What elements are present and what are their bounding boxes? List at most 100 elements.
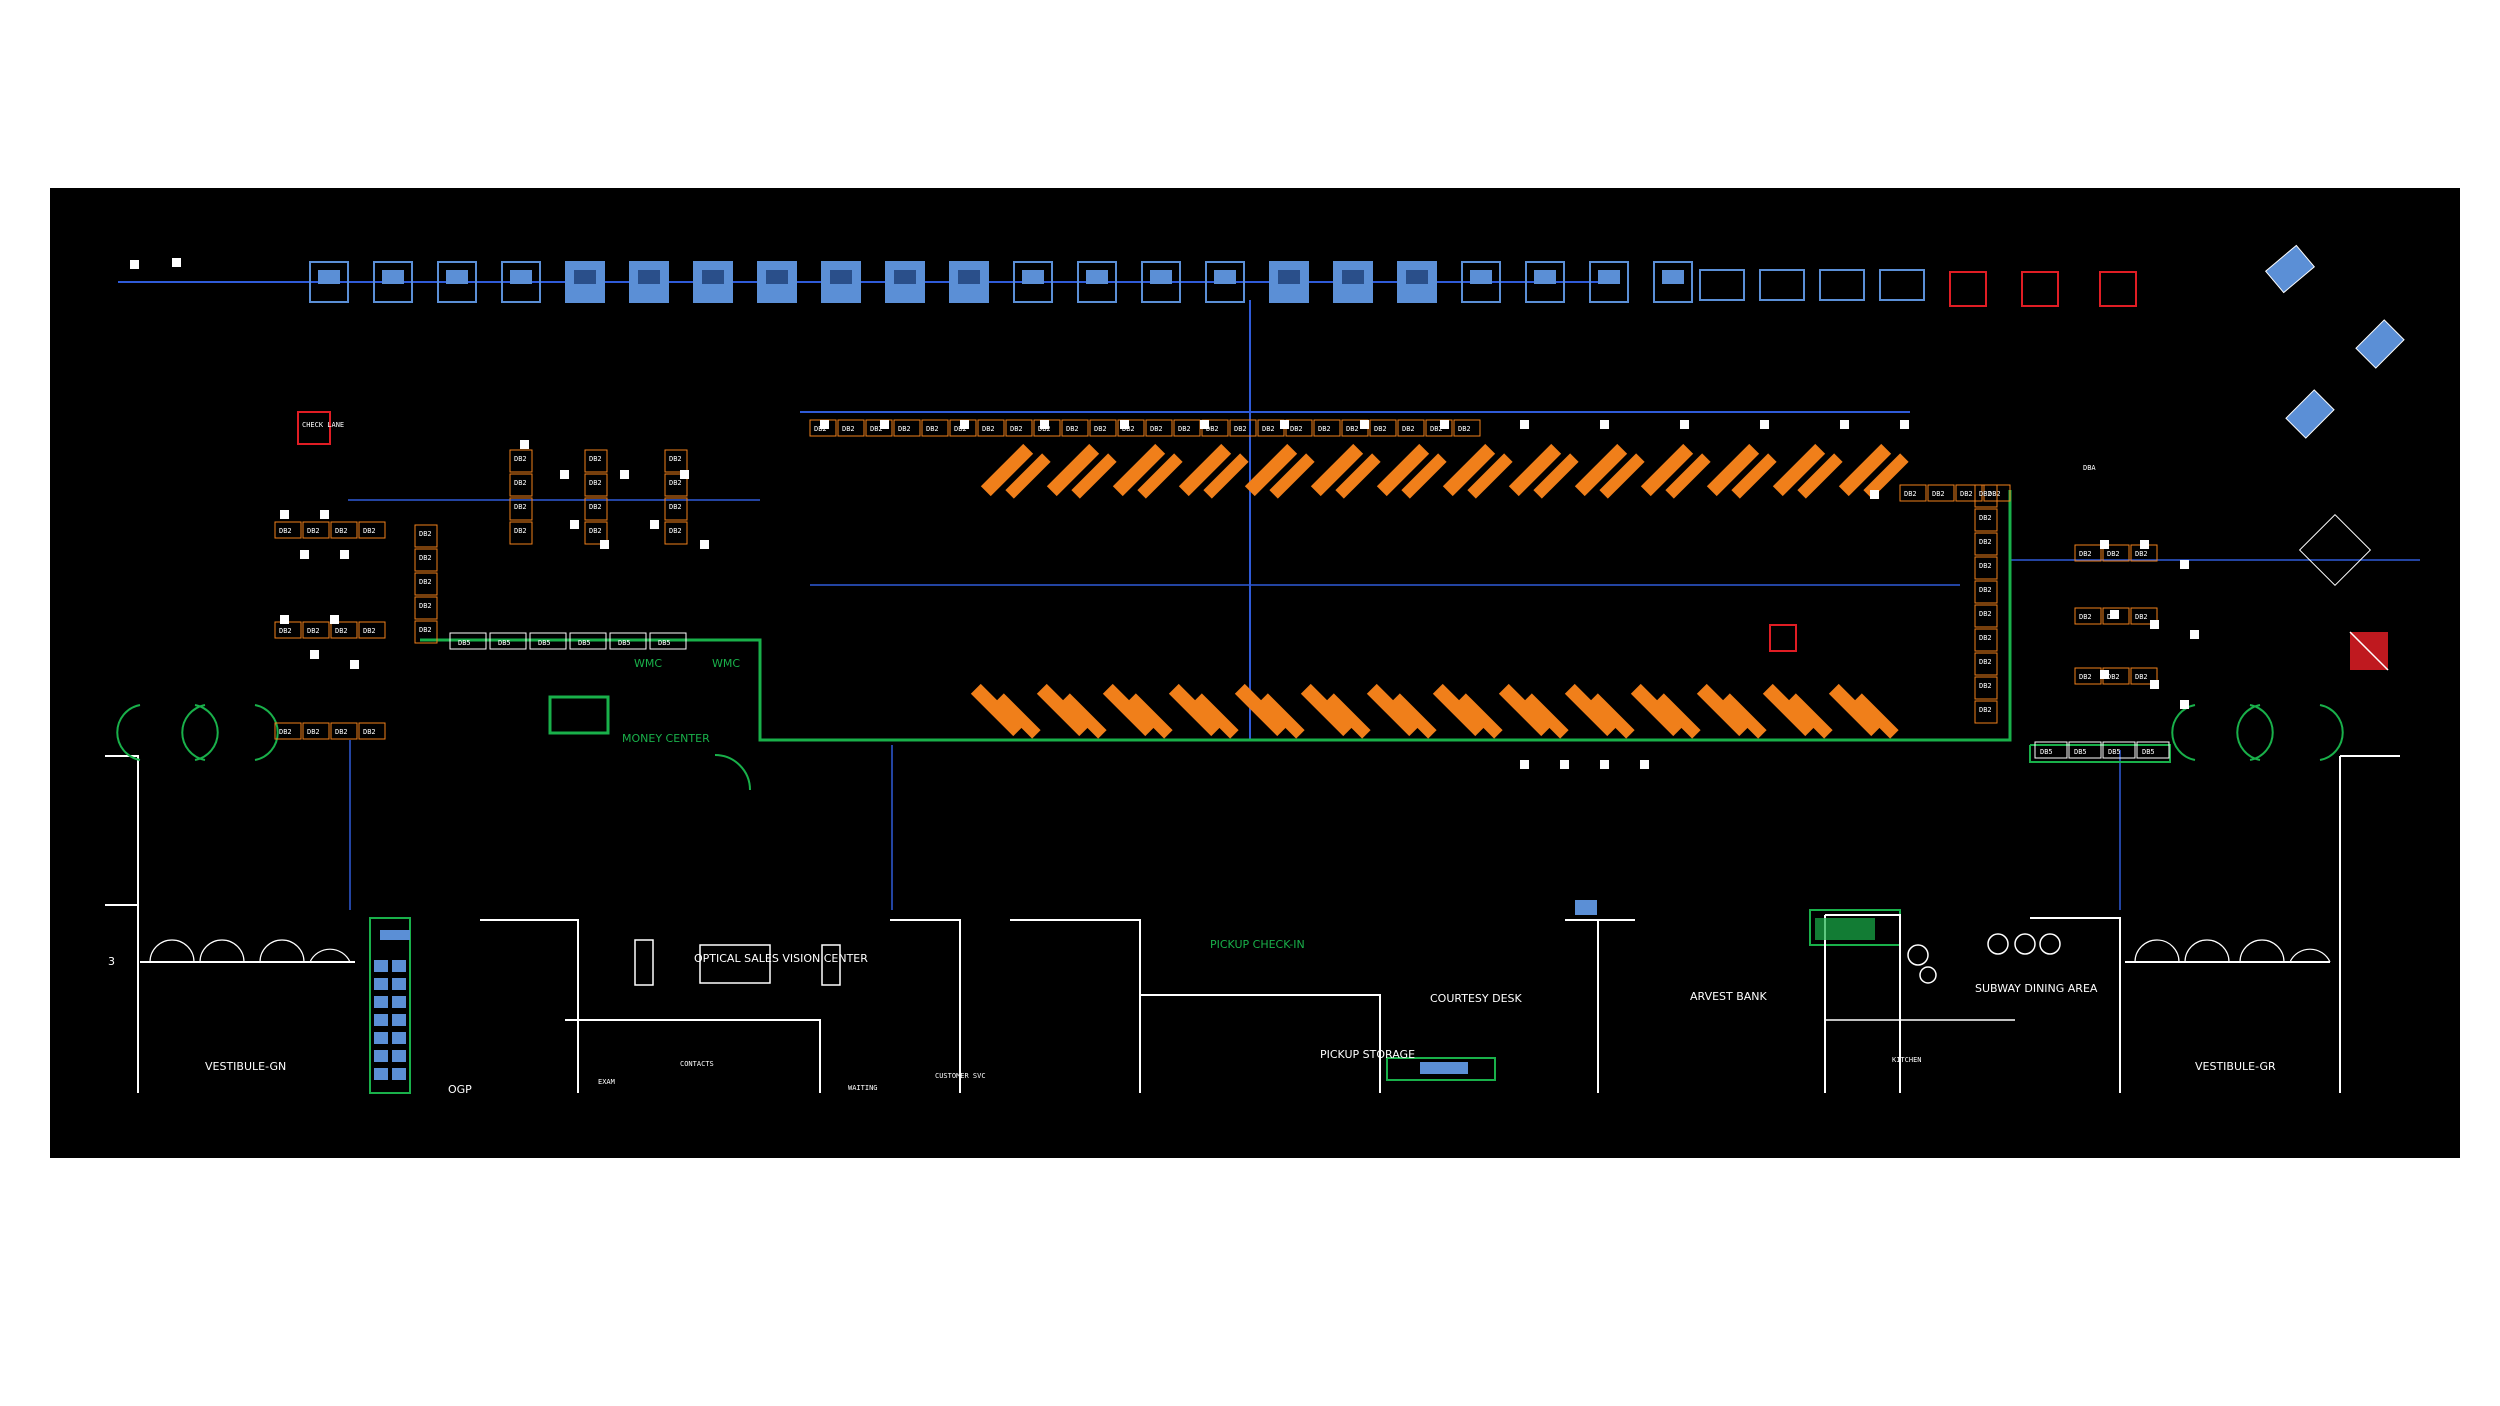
register-cell: DB2 bbox=[2074, 544, 2102, 562]
bay-cell: DB5 bbox=[649, 632, 687, 650]
bay-cell: DB5 bbox=[529, 632, 567, 650]
register-cell: DB2 bbox=[274, 521, 302, 539]
register-label: DB2 bbox=[1262, 425, 1275, 433]
equipment-pad bbox=[172, 258, 181, 267]
wmc-right-label: WMC bbox=[712, 657, 740, 670]
register-cell: DB2 bbox=[358, 722, 386, 740]
register-cell: DB2 bbox=[2130, 607, 2158, 625]
register-label: DB2 bbox=[335, 728, 348, 736]
pickup-wall bbox=[1140, 994, 1381, 1093]
waiting-label: WAITING bbox=[848, 1084, 878, 1092]
checkout-lane bbox=[1630, 683, 1701, 739]
equipment-pad bbox=[570, 520, 579, 529]
bay-label: DB5 bbox=[2040, 748, 2053, 756]
gondola-fixture bbox=[1461, 261, 1501, 303]
register-label: DB2 bbox=[589, 455, 602, 463]
checkout-lane bbox=[1300, 683, 1371, 739]
alert-fixture bbox=[2021, 271, 2059, 307]
register-cell: DB2 bbox=[330, 722, 358, 740]
register-cell: DB2 bbox=[664, 521, 688, 545]
register-cell: DB2 bbox=[1974, 604, 1998, 628]
ogp-label: OGP bbox=[448, 1083, 472, 1096]
equipment-pad bbox=[520, 440, 529, 449]
equipment-pad bbox=[2180, 560, 2189, 569]
register-label: DB2 bbox=[1234, 425, 1247, 433]
register-cell: DB2 bbox=[977, 419, 1005, 437]
register-label: DB2 bbox=[1374, 425, 1387, 433]
register-cell: DB2 bbox=[302, 521, 330, 539]
ogp-bin bbox=[392, 1050, 406, 1062]
white-pads bbox=[130, 258, 2199, 769]
register-label: DB2 bbox=[1979, 706, 1992, 714]
register-cell: DB2 bbox=[1974, 532, 1998, 556]
register-cell: DB2 bbox=[302, 722, 330, 740]
kitchen-label: KITCHEN bbox=[1892, 1056, 1922, 1064]
register-label: DB2 bbox=[2135, 613, 2148, 621]
gondola-fixture bbox=[309, 261, 349, 303]
register-label: DB2 bbox=[419, 554, 432, 562]
bay-label: DB5 bbox=[538, 639, 551, 647]
checkout-lane bbox=[1498, 683, 1569, 739]
register-label: DB2 bbox=[279, 527, 292, 535]
register-label: DB2 bbox=[335, 527, 348, 535]
register-label: DB2 bbox=[1430, 425, 1443, 433]
bay-label: DB5 bbox=[578, 639, 591, 647]
register-cell: DB2 bbox=[1369, 419, 1397, 437]
equipment-pad bbox=[280, 510, 289, 519]
ogp-bin bbox=[392, 996, 406, 1008]
checkout-lane bbox=[1640, 443, 1711, 499]
equipment-pad bbox=[310, 650, 319, 659]
equipment-pad bbox=[1680, 420, 1689, 429]
register-cell: DB2 bbox=[358, 621, 386, 639]
checkout-lane bbox=[1696, 683, 1767, 739]
checkout-lane bbox=[1112, 443, 1183, 499]
ogp-bin bbox=[374, 978, 388, 990]
register-cell: DB2 bbox=[414, 620, 438, 644]
register-label: DB2 bbox=[669, 503, 682, 511]
subway-label: SUBWAY DINING AREA bbox=[1975, 982, 2098, 995]
register-cell: DB2 bbox=[509, 449, 533, 473]
equipment-pad bbox=[1520, 420, 1529, 429]
equipment-pad bbox=[820, 420, 829, 429]
pharmacy-wall bbox=[1010, 919, 1141, 1093]
register-cell: DB2 bbox=[414, 596, 438, 620]
register-cell: DB2 bbox=[1974, 580, 1998, 604]
register-label: DB2 bbox=[1066, 425, 1079, 433]
exam-wall bbox=[565, 1019, 821, 1093]
ogp-rack bbox=[369, 917, 411, 1094]
register-cell: DB2 bbox=[1145, 419, 1173, 437]
equipment-pad bbox=[2100, 670, 2109, 679]
register-label: DB2 bbox=[335, 627, 348, 635]
register-label: DB2 bbox=[2107, 550, 2120, 558]
register-label: DB2 bbox=[2079, 673, 2092, 681]
checkout-lane bbox=[1244, 443, 1315, 499]
gondola-fixture bbox=[1879, 269, 1925, 301]
subway-tables-icon bbox=[1907, 933, 2061, 984]
gondola-fixture bbox=[949, 261, 989, 303]
register-cell: DB2 bbox=[2074, 607, 2102, 625]
equipment-pad bbox=[600, 540, 609, 549]
register-label: DB2 bbox=[1979, 586, 1992, 594]
optical-display-icon bbox=[634, 939, 841, 986]
register-cell: DB2 bbox=[509, 473, 533, 497]
gondola-fixture bbox=[693, 261, 733, 303]
bay-cell: DB5 bbox=[2068, 741, 2102, 759]
equipment-pad bbox=[2190, 630, 2199, 639]
register-cell: DB2 bbox=[1974, 556, 1998, 580]
led-panels bbox=[374, 960, 406, 1080]
checkout-lane bbox=[1442, 443, 1513, 499]
register-cell: DB2 bbox=[921, 419, 949, 437]
alert-fixture bbox=[2099, 271, 2137, 307]
gondola-fixture bbox=[1759, 269, 1805, 301]
left-entry-doors bbox=[149, 939, 351, 963]
equipment-pad bbox=[2140, 540, 2149, 549]
equipment-pad bbox=[2180, 700, 2189, 709]
gondola-fixture bbox=[757, 261, 797, 303]
register-label: DB2 bbox=[1094, 425, 1107, 433]
register-label: DB2 bbox=[279, 627, 292, 635]
bay-label: DB5 bbox=[458, 639, 471, 647]
register-cell: DB2 bbox=[1173, 419, 1201, 437]
equipment-pad bbox=[1760, 420, 1769, 429]
equipment-pad bbox=[1440, 420, 1449, 429]
